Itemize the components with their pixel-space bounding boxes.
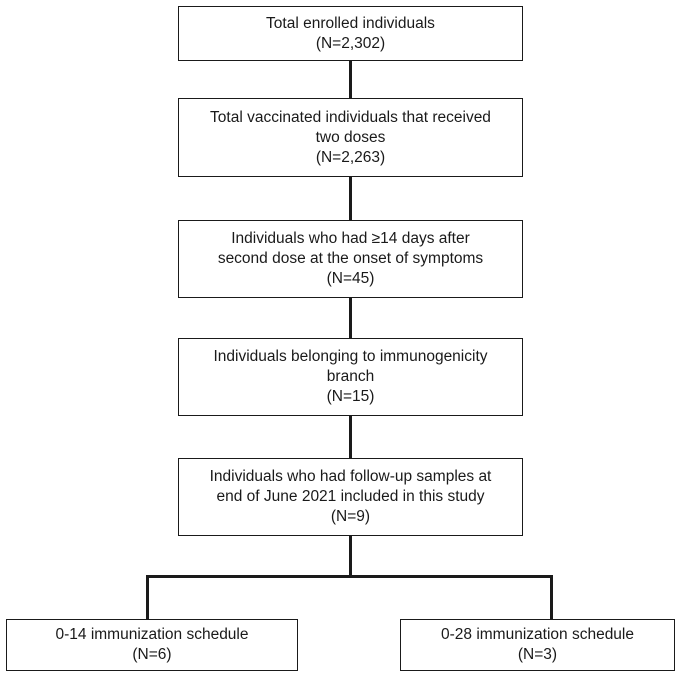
connector-split-horizontal bbox=[146, 575, 553, 578]
box-text-line: Individuals who had follow-up samples at bbox=[209, 468, 492, 485]
box-total-enrolled: Total enrolled individuals (N=2,302) bbox=[178, 6, 523, 61]
connector-split-to-0-14 bbox=[146, 575, 149, 619]
connector-vaccinated-to-onset bbox=[349, 177, 352, 220]
connector-immunogenicity-to-followup bbox=[349, 416, 352, 458]
box-text-line: 0-28 immunization schedule bbox=[441, 626, 634, 643]
box-count: (N=2,302) bbox=[315, 34, 386, 52]
connector-onset-to-immunogenicity bbox=[349, 298, 352, 338]
box-follow-up-samples: Individuals who had follow-up samples at… bbox=[178, 458, 523, 536]
box-text-line: branch bbox=[326, 368, 375, 385]
box-text-line: Individuals belonging to immunogenicity bbox=[213, 348, 488, 365]
box-text-line: Total enrolled individuals bbox=[266, 14, 435, 32]
box-text-line: 0-14 immunization schedule bbox=[55, 626, 249, 643]
box-schedule-0-14: 0-14 immunization schedule (N=6) bbox=[6, 619, 298, 671]
box-text-line: Total vaccinated individuals that receiv… bbox=[210, 108, 491, 126]
box-count: (N=3) bbox=[517, 646, 558, 663]
box-immunogenicity-branch: Individuals belonging to immunogenicity … bbox=[178, 338, 523, 416]
box-total-vaccinated: Total vaccinated individuals that receiv… bbox=[178, 98, 523, 177]
box-text-line: Individuals who had ≥14 days after bbox=[231, 230, 470, 247]
box-text-line: end of June 2021 included in this study bbox=[216, 488, 485, 505]
connector-followup-to-split bbox=[349, 536, 352, 576]
box-count: (N=2,263) bbox=[315, 148, 386, 166]
box-count: (N=15) bbox=[326, 388, 375, 405]
box-text-line: two doses bbox=[315, 128, 386, 146]
connector-enrolled-to-vaccinated bbox=[349, 61, 352, 98]
box-schedule-0-28: 0-28 immunization schedule (N=3) bbox=[400, 619, 675, 671]
box-count: (N=45) bbox=[326, 270, 375, 287]
box-count: (N=9) bbox=[330, 508, 371, 525]
connector-split-to-0-28 bbox=[550, 575, 553, 619]
box-symptom-onset: Individuals who had ≥14 days after secon… bbox=[178, 220, 523, 298]
box-text-line: second dose at the onset of symptoms bbox=[217, 250, 484, 267]
box-count: (N=6) bbox=[132, 646, 172, 663]
